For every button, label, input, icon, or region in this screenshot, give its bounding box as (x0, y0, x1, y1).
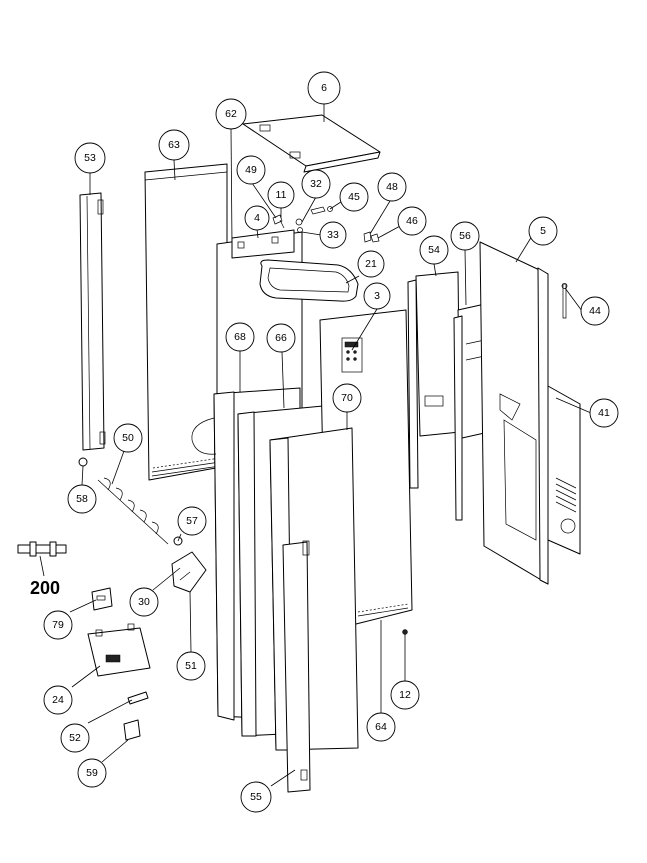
part-gasket-ring (259, 259, 359, 302)
callout-70: 70 (332, 383, 362, 413)
svg-text:32: 32 (310, 178, 322, 190)
svg-text:44: 44 (589, 305, 601, 317)
svg-text:56: 56 (459, 230, 471, 242)
svg-text:55: 55 (250, 791, 262, 803)
callout-bubbles: 6 62 63 53 49 11 32 45 48 4 33 46 21 54 … (43, 71, 619, 813)
svg-text:57: 57 (186, 515, 198, 527)
svg-text:66: 66 (275, 332, 287, 344)
svg-text:59: 59 (86, 767, 98, 779)
callout-5: 5 (528, 216, 558, 246)
part-switch (123, 719, 141, 741)
svg-text:52: 52 (69, 732, 81, 744)
part-inner-bracket (407, 271, 461, 489)
callout-4: 4 (244, 205, 270, 231)
callout-79: 79 (43, 610, 73, 640)
part-plug (127, 691, 149, 705)
callout-32: 32 (301, 169, 331, 199)
part-small-box (91, 587, 113, 611)
callout-48: 48 (377, 172, 407, 202)
svg-text:41: 41 (598, 407, 610, 419)
callout-54: 54 (419, 235, 449, 265)
svg-text:49: 49 (245, 164, 257, 176)
callout-49: 49 (236, 155, 266, 185)
svg-text:5: 5 (540, 225, 546, 237)
callout-57: 57 (177, 506, 207, 536)
callout-45: 45 (339, 182, 369, 212)
svg-text:48: 48 (386, 181, 398, 193)
callout-55: 55 (240, 781, 272, 813)
callout-56: 56 (450, 221, 480, 251)
svg-text:21: 21 (365, 258, 377, 270)
callout-53: 53 (74, 142, 106, 174)
svg-text:58: 58 (76, 493, 88, 505)
callout-11: 11 (267, 181, 295, 209)
callout-30: 30 (129, 587, 159, 617)
svg-text:45: 45 (348, 191, 360, 203)
callout-41: 41 (589, 398, 619, 428)
part-right-side-panel (479, 241, 549, 585)
svg-text:46: 46 (406, 215, 418, 227)
callout-3: 3 (363, 282, 391, 310)
callout-62: 62 (215, 98, 247, 130)
svg-text:70: 70 (341, 392, 353, 404)
svg-text:3: 3 (374, 290, 380, 302)
part-shaft (17, 541, 67, 557)
svg-text:54: 54 (428, 244, 440, 256)
callout-24: 24 (43, 685, 73, 715)
svg-text:51: 51 (185, 660, 197, 672)
part-200-label: 200 (30, 578, 60, 598)
callout-46: 46 (397, 206, 427, 236)
callout-21: 21 (357, 250, 385, 278)
svg-text:12: 12 (399, 689, 411, 701)
part-screw (402, 629, 408, 635)
leader-lines (39, 104, 592, 787)
callout-59: 59 (77, 758, 107, 788)
part-nut (78, 457, 88, 467)
callout-68: 68 (225, 322, 255, 352)
part-right-grill-panel (547, 385, 581, 555)
callout-63: 63 (158, 129, 190, 161)
part-back-side-panel (144, 163, 228, 481)
part-inner-back-panel (216, 229, 303, 416)
svg-text:50: 50 (122, 432, 134, 444)
svg-text:53: 53 (84, 152, 96, 164)
part-front-panel-70 (269, 427, 359, 751)
part-front-trim-strip (282, 540, 311, 793)
callout-52: 52 (60, 723, 90, 753)
part-auger-screw (97, 477, 169, 545)
svg-text:4: 4 (254, 212, 260, 224)
svg-text:64: 64 (375, 721, 387, 733)
callout-58: 58 (67, 484, 97, 514)
part-motor-assembly (171, 536, 207, 593)
callout-44: 44 (580, 296, 610, 326)
svg-text:62: 62 (225, 108, 237, 120)
callout-33: 33 (319, 221, 347, 249)
svg-text:24: 24 (52, 694, 64, 706)
part-electronics-box (87, 623, 151, 677)
callout-66: 66 (266, 323, 296, 353)
part-hook (561, 283, 568, 319)
callout-64: 64 (366, 712, 396, 742)
svg-text:79: 79 (52, 619, 64, 631)
svg-text:11: 11 (276, 189, 287, 201)
part-side-rail (79, 192, 106, 451)
callout-50: 50 (113, 423, 143, 453)
callout-51: 51 (176, 651, 206, 681)
callout-12: 12 (390, 680, 420, 710)
svg-text:30: 30 (138, 596, 150, 608)
svg-text:68: 68 (234, 331, 246, 343)
svg-text:6: 6 (321, 82, 327, 94)
part-top-lid (242, 114, 381, 173)
svg-text:63: 63 (168, 139, 180, 151)
svg-text:33: 33 (327, 229, 339, 241)
callout-6: 6 (307, 71, 341, 105)
part-clips (363, 231, 380, 243)
